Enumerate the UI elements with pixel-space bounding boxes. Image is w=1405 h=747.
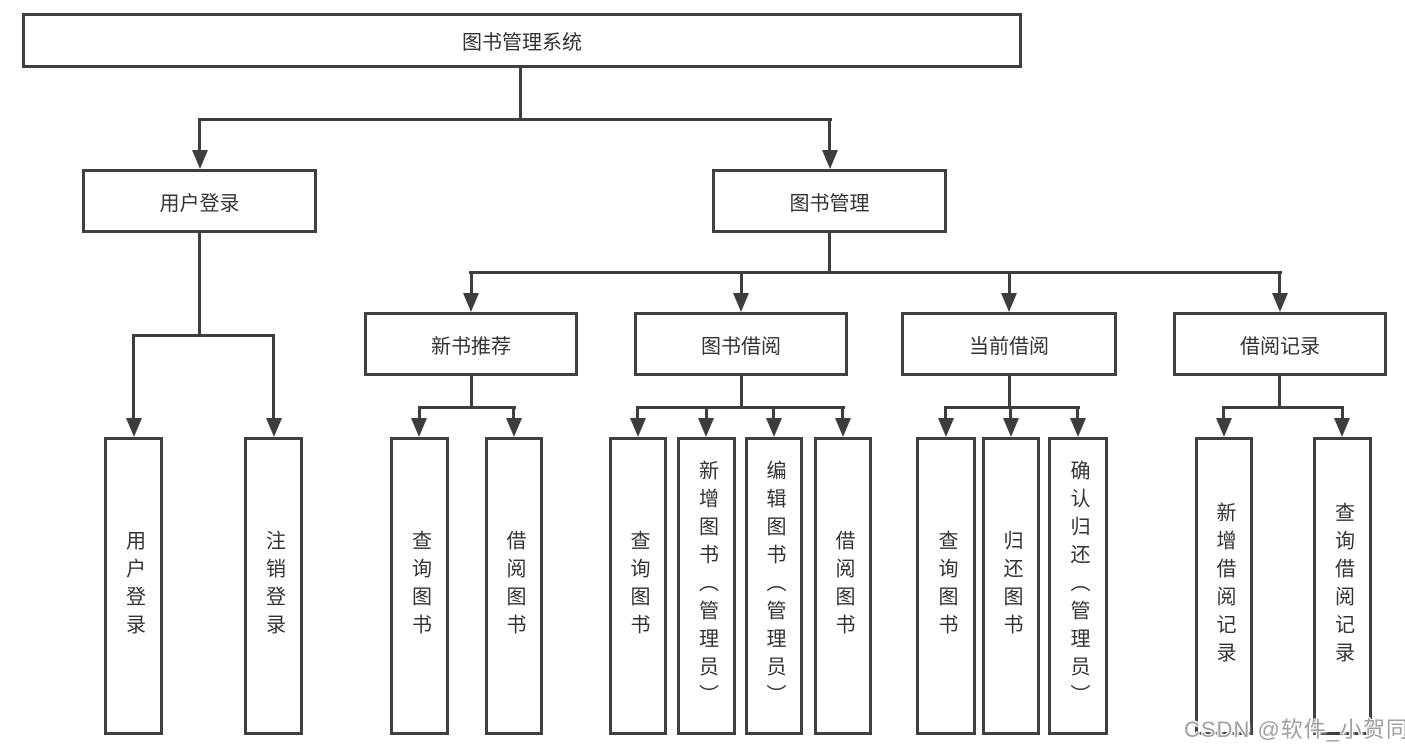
node-label: 归还图书 bbox=[1000, 530, 1022, 642]
arrowhead-down bbox=[266, 418, 282, 437]
node-label: 借阅记录 bbox=[1240, 335, 1320, 358]
arrowhead-down bbox=[630, 418, 646, 437]
connector-current-hline bbox=[944, 406, 1080, 409]
arrowhead-down bbox=[822, 150, 838, 169]
node-label: 查询图书 bbox=[408, 530, 431, 642]
node-borrow-records: 借阅记录 bbox=[1173, 312, 1387, 376]
node-label: 新书推荐 bbox=[431, 335, 511, 358]
leaf-query-borrow-record: 查询借阅记录 bbox=[1313, 437, 1372, 735]
node-book-borrow: 图书借阅 bbox=[634, 312, 848, 376]
node-label: 新增借阅记录 bbox=[1213, 502, 1235, 670]
leaf-query-books-borrow: 查询图书 bbox=[609, 437, 667, 735]
connector-drop bbox=[1009, 406, 1012, 420]
node-label: 借阅图书 bbox=[503, 530, 525, 642]
node-label: 确认归还（管理员） bbox=[1067, 460, 1089, 712]
node-book-management: 图书管理 bbox=[712, 169, 947, 233]
leaf-query-books-current: 查询图书 bbox=[916, 437, 976, 735]
connector-records-stem bbox=[1278, 376, 1281, 408]
node-label: 查询图书 bbox=[935, 530, 957, 642]
node-label: 用户登录 bbox=[122, 530, 145, 642]
connector-userlogin-stem bbox=[198, 233, 201, 336]
connector-drop bbox=[418, 406, 421, 420]
arrowhead-down bbox=[1003, 418, 1019, 437]
connector-recommend-hline bbox=[418, 406, 516, 409]
connector-drop bbox=[132, 334, 135, 419]
connector-drop bbox=[1278, 274, 1281, 294]
leaf-return-books: 归还图书 bbox=[982, 437, 1040, 735]
connector-drop bbox=[1076, 406, 1079, 420]
connector-borrow-stem bbox=[740, 376, 743, 408]
leaf-borrow-books-borrow: 借阅图书 bbox=[814, 437, 872, 735]
connector-drop bbox=[944, 406, 947, 420]
connector-drop bbox=[1222, 406, 1225, 420]
leaf-add-books-admin: 新增图书（管理员） bbox=[677, 437, 736, 735]
node-label: 编辑图书（管理员） bbox=[763, 460, 785, 712]
node-label: 图书管理系统 bbox=[462, 32, 582, 54]
connector-drop bbox=[470, 274, 473, 294]
leaf-edit-books-admin: 编辑图书（管理员） bbox=[745, 437, 803, 735]
arrowhead-down bbox=[1216, 418, 1232, 437]
leaf-user-login: 用户登录 bbox=[104, 437, 163, 735]
connector-borrow-hline bbox=[636, 406, 845, 409]
leaf-add-borrow-record: 新增借阅记录 bbox=[1195, 437, 1253, 735]
node-current-borrow: 当前借阅 bbox=[901, 312, 1117, 376]
arrowhead-down bbox=[733, 293, 749, 312]
arrowhead-down bbox=[938, 418, 954, 437]
node-label: 用户登录 bbox=[159, 192, 240, 215]
node-label: 当前借阅 bbox=[969, 335, 1049, 358]
node-label: 借阅图书 bbox=[832, 530, 854, 642]
connector-drop bbox=[1008, 274, 1011, 294]
node-label: 图书借阅 bbox=[701, 335, 781, 358]
leaf-logout: 注销登录 bbox=[244, 437, 303, 735]
connector-drop bbox=[740, 274, 743, 294]
connector-drop bbox=[828, 121, 831, 152]
arrowhead-down bbox=[411, 418, 427, 437]
connector-drop bbox=[636, 406, 639, 420]
arrowhead-down bbox=[126, 418, 142, 437]
arrowhead-down bbox=[463, 293, 479, 312]
arrowhead-down bbox=[835, 418, 851, 437]
leaf-borrow-books-recommend: 借阅图书 bbox=[485, 437, 543, 735]
connector-userlogin-hline bbox=[132, 334, 275, 337]
connector-level3-hline bbox=[469, 271, 1282, 274]
arrowhead-down bbox=[1334, 418, 1350, 437]
node-root-system: 图书管理系统 bbox=[22, 13, 1022, 68]
node-user-login: 用户登录 bbox=[82, 169, 317, 233]
node-label: 新增图书（管理员） bbox=[695, 460, 718, 712]
node-label: 注销登录 bbox=[262, 530, 285, 642]
connector-drop bbox=[1341, 406, 1344, 420]
connector-drop bbox=[198, 121, 201, 152]
connector-recommend-stem bbox=[470, 376, 473, 408]
connector-level2-hline bbox=[198, 118, 832, 121]
node-label: 图书管理 bbox=[789, 192, 870, 215]
connector-drop bbox=[772, 406, 775, 420]
arrowhead-down bbox=[1001, 293, 1017, 312]
leaf-confirm-return-admin: 确认归还（管理员） bbox=[1048, 437, 1108, 735]
node-new-book-recommend: 新书推荐 bbox=[364, 312, 578, 376]
arrowhead-down bbox=[1272, 293, 1288, 312]
arrowhead-down bbox=[192, 150, 208, 169]
connector-drop bbox=[512, 406, 515, 420]
connector-drop bbox=[841, 406, 844, 420]
connector-current-stem bbox=[1008, 376, 1011, 408]
connector-bookmgmt-stem bbox=[828, 233, 831, 274]
connector-drop bbox=[705, 406, 708, 420]
node-label: 查询借阅记录 bbox=[1331, 502, 1354, 670]
connector-records-hline bbox=[1222, 406, 1344, 409]
node-label: 查询图书 bbox=[627, 530, 649, 642]
csdn-watermark: CSDN @软件_小贺同学 bbox=[1184, 717, 1405, 742]
arrowhead-down bbox=[698, 418, 714, 437]
connector-root-stem bbox=[519, 68, 522, 121]
leaf-query-books-recommend: 查询图书 bbox=[390, 437, 449, 735]
arrowhead-down bbox=[506, 418, 522, 437]
connector-drop bbox=[272, 334, 275, 419]
arrowhead-down bbox=[766, 418, 782, 437]
arrowhead-down bbox=[1070, 418, 1086, 437]
